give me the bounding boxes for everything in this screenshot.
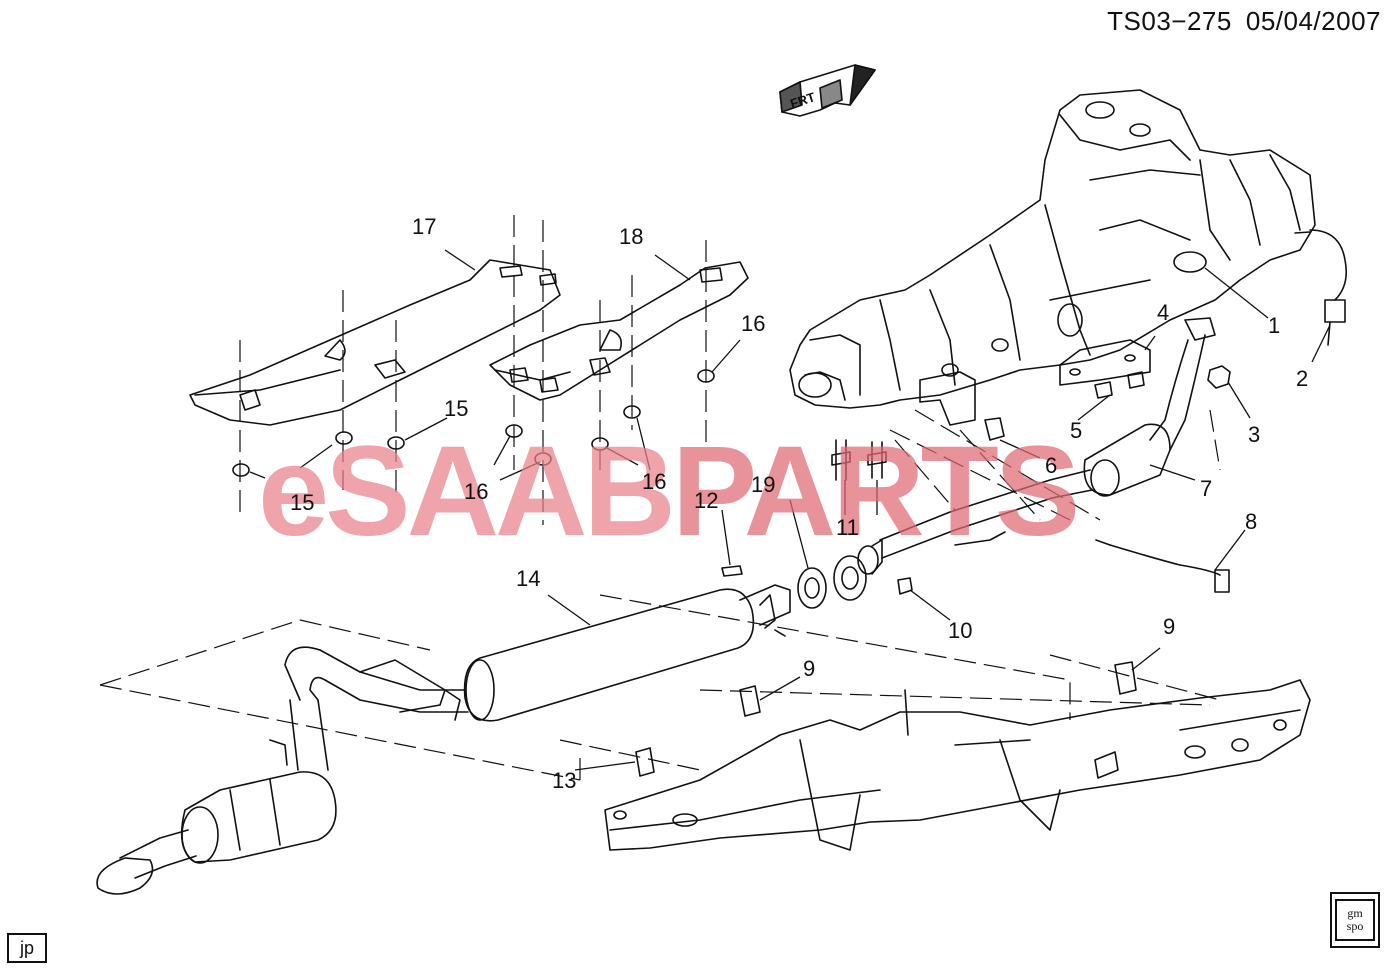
callout-17: 17: [412, 214, 437, 239]
gasket-1: [1173, 251, 1207, 273]
watermark-part2: PARTS: [671, 420, 1080, 563]
callout-2: 2: [1296, 366, 1309, 391]
diagram-date: 05/04/2007: [1245, 6, 1381, 36]
front-pipe-catalytic-converter: [879, 317, 1216, 559]
callout-11: 11: [836, 515, 859, 540]
callout-16-mid: 16: [642, 469, 667, 494]
heat-shield-17: [189, 259, 561, 426]
heat-shield-18: [489, 261, 749, 401]
leader-dashed-lines: [99, 215, 1221, 781]
studs-11: [831, 439, 887, 481]
logo-line-1: gm: [1347, 906, 1363, 921]
callout-leader-lines: [249, 249, 1331, 771]
callout-15-lower: 15: [290, 490, 315, 515]
callout-13: 13: [552, 768, 577, 793]
transmission-assembly: [789, 89, 1316, 409]
vehicle-frame: [604, 679, 1311, 851]
callout-14: 14: [516, 566, 541, 591]
callout-18: 18: [619, 224, 644, 249]
callout-3: 3: [1248, 422, 1261, 447]
bracket-6: [919, 371, 1005, 441]
callout-9-left: 9: [803, 656, 816, 681]
muffler-assembly: [269, 584, 791, 771]
oxygen-sensor-upstream: [1294, 229, 1348, 346]
diagram-header: TS03−275 05/04/2007: [1093, 6, 1381, 37]
callout-9-right: 9: [1163, 614, 1176, 639]
callout-6: 6: [1045, 453, 1058, 478]
logo-line-2: spo: [1346, 919, 1364, 933]
callout-12: 12: [694, 488, 719, 513]
callout-16-right: 16: [741, 311, 766, 336]
illustrator-initials: jp: [19, 937, 34, 958]
rear-muffler-tip: [96, 771, 337, 895]
gm-spo-logo: gm spo: [1330, 892, 1380, 948]
callout-8: 8: [1245, 509, 1258, 534]
callout-5: 5: [1070, 418, 1083, 443]
front-direction-arrow-icon: [779, 64, 876, 117]
callout-1: 1: [1268, 313, 1281, 338]
diagram-code: TS03−275: [1107, 6, 1232, 36]
oxygen-sensor-downstream: [1095, 539, 1230, 593]
callout-16-left: 16: [464, 479, 489, 504]
front-direction-label: FRT: [788, 89, 817, 111]
esaabparts-watermark: eSAABPARTS: [258, 418, 1080, 565]
nut-3: [1207, 365, 1231, 389]
bracket-4: [1059, 339, 1151, 386]
exhaust-hangers: [635, 661, 1137, 777]
callout-10: 10: [948, 618, 973, 643]
callout-15-upper: 15: [444, 396, 469, 421]
bolts-5: [1094, 371, 1145, 399]
callout-19: 19: [751, 472, 776, 497]
flange-gasket-set: [721, 539, 913, 609]
callout-7: 7: [1200, 476, 1213, 501]
watermark-part1: eSAAB: [258, 420, 676, 563]
illustrator-initials-box: jp: [7, 933, 47, 963]
callout-4: 4: [1157, 300, 1170, 325]
